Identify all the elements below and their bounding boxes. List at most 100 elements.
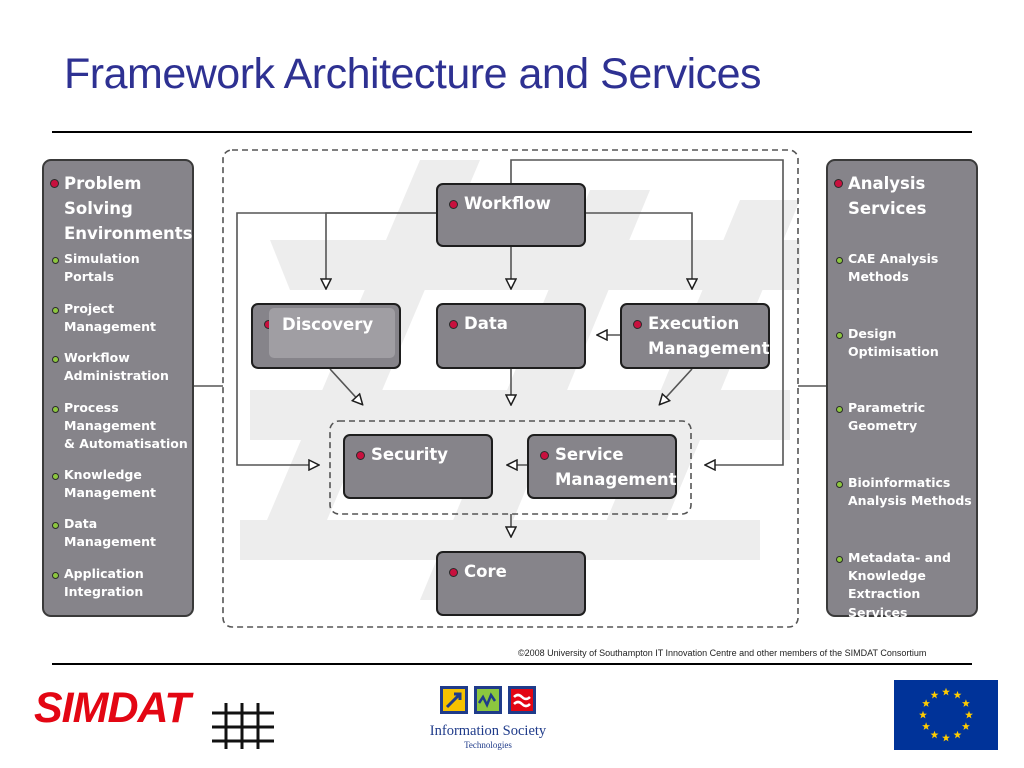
eu-star-icon bbox=[922, 722, 931, 730]
green-bullet-icon bbox=[52, 572, 59, 579]
discovery-highlight: Discovery bbox=[269, 308, 395, 358]
panel-item-line: Management bbox=[64, 534, 157, 549]
analysis-services-panel: Analysis Services CAE Analysis Methods D… bbox=[826, 159, 978, 620]
core-label: Core bbox=[464, 562, 507, 581]
green-bullet-icon bbox=[836, 481, 843, 488]
green-bullet-icon bbox=[836, 406, 843, 413]
simdat-logo: SIMDAT bbox=[34, 684, 191, 732]
security-box: Security bbox=[343, 434, 493, 499]
panel-item-line: Optimisation bbox=[848, 344, 939, 359]
panel-item-line: Knowledge bbox=[64, 467, 142, 482]
panel-item-line: Simulation bbox=[64, 251, 140, 266]
eu-star-icon bbox=[942, 733, 950, 742]
panel-item-line: Portals bbox=[64, 269, 115, 284]
panel-item-line: Integration bbox=[64, 584, 144, 599]
red-bullet-icon bbox=[633, 320, 642, 329]
arrow-discovery-region bbox=[329, 368, 362, 404]
panel-heading-line: Solving bbox=[64, 199, 133, 218]
panel-heading-line: Environments bbox=[64, 224, 193, 243]
red-bullet-icon bbox=[834, 179, 843, 188]
top-divider bbox=[52, 131, 972, 133]
red-bullet-icon bbox=[449, 200, 458, 209]
eu-star-icon bbox=[961, 722, 970, 730]
framework-region bbox=[222, 149, 799, 628]
green-bullet-icon bbox=[836, 257, 843, 264]
security-label: Security bbox=[371, 445, 449, 464]
execution-label-line: Management bbox=[648, 339, 770, 358]
core-box: Core bbox=[436, 551, 586, 616]
eu-star-icon bbox=[961, 699, 970, 707]
panel-item-line: Geometry bbox=[848, 418, 918, 433]
panel-item-line: Administration bbox=[64, 368, 169, 383]
service-label-line: Service bbox=[555, 445, 624, 464]
panel-item-line: Design bbox=[848, 326, 897, 341]
red-bullet-icon bbox=[449, 568, 458, 577]
hash-grid-logo bbox=[212, 703, 274, 749]
green-bullet-icon bbox=[52, 307, 59, 314]
panel-item-line: Management bbox=[64, 418, 157, 433]
eu-star-icon bbox=[922, 699, 931, 707]
panel-item-line: Workflow bbox=[64, 350, 130, 365]
green-bullet-icon bbox=[52, 356, 59, 363]
eu-star-icon bbox=[953, 730, 962, 739]
panel-item-line: & Automatisation bbox=[64, 436, 188, 451]
panel-item-line: Bioinformatics bbox=[848, 475, 951, 490]
execution-management-box: Execution Management bbox=[620, 303, 770, 369]
panel-item-line: Metadata- and bbox=[848, 550, 951, 565]
copyright-notice: ©2008 University of Southampton IT Innov… bbox=[518, 648, 927, 658]
connector-lines bbox=[194, 159, 826, 536]
data-box: Data bbox=[436, 303, 586, 369]
eu-star-icon bbox=[942, 687, 950, 696]
eu-star-icon bbox=[965, 710, 973, 719]
panel-item-line: Management bbox=[64, 319, 157, 334]
workflow-label: Workflow bbox=[464, 194, 551, 213]
green-bullet-icon bbox=[52, 522, 59, 529]
panel-item-line: Application bbox=[64, 566, 144, 581]
arrow-execution-region bbox=[660, 368, 693, 404]
red-bullet-icon bbox=[356, 451, 365, 460]
green-bullet-icon bbox=[836, 332, 843, 339]
panel-item-line: Management bbox=[64, 485, 157, 500]
ist-title: Information Society bbox=[429, 723, 547, 739]
page-title: Framework Architecture and Services bbox=[64, 50, 762, 98]
panel-heading-line: Services bbox=[848, 199, 927, 218]
panel-item-line: Knowledge bbox=[848, 568, 926, 583]
red-bullet-icon bbox=[540, 451, 549, 460]
panel-item-line: Data bbox=[64, 516, 98, 531]
panel-item-line: Analysis Methods bbox=[848, 493, 972, 508]
panel-item-line: Parametric bbox=[848, 400, 926, 415]
data-label: Data bbox=[464, 314, 508, 333]
eu-star-icon bbox=[930, 730, 939, 739]
discovery-label: Discovery bbox=[282, 315, 374, 334]
panel-item-line: Extraction Services bbox=[848, 586, 921, 620]
service-label-line: Management bbox=[555, 470, 677, 489]
panel-heading-line: Analysis bbox=[848, 174, 926, 193]
workflow-box: Workflow bbox=[436, 183, 586, 247]
panel-item-line: Methods bbox=[848, 269, 909, 284]
arrow-loop-service bbox=[510, 159, 784, 465]
panel-item-line: Process bbox=[64, 400, 119, 415]
eu-stars bbox=[919, 687, 973, 742]
problem-solving-panel: Problem Solving Environments Simulation … bbox=[42, 159, 194, 617]
arrow-workflow-execution bbox=[586, 212, 692, 288]
arrow-loop-security bbox=[236, 212, 436, 465]
discovery-box: Discovery bbox=[251, 303, 401, 369]
eu-star-icon bbox=[953, 690, 962, 699]
bottom-divider bbox=[52, 663, 972, 665]
eu-star-icon bbox=[930, 690, 939, 699]
ist-subtitle: Technologies bbox=[464, 740, 512, 750]
green-bullet-icon bbox=[52, 257, 59, 264]
service-management-box: Service Management bbox=[527, 434, 677, 499]
ist-icons bbox=[418, 683, 558, 723]
eu-flag-icon bbox=[894, 680, 998, 750]
green-bullet-icon bbox=[52, 473, 59, 480]
execution-label-line: Execution bbox=[648, 314, 740, 333]
panel-item-line: CAE Analysis bbox=[848, 251, 939, 266]
green-bullet-icon bbox=[836, 556, 843, 563]
security-region bbox=[329, 420, 692, 515]
information-society-logo: Information Society Technologies bbox=[418, 683, 558, 751]
red-bullet-icon bbox=[449, 320, 458, 329]
panel-item-line: Project bbox=[64, 301, 115, 316]
green-bullet-icon bbox=[52, 406, 59, 413]
eu-star-icon bbox=[919, 710, 927, 719]
